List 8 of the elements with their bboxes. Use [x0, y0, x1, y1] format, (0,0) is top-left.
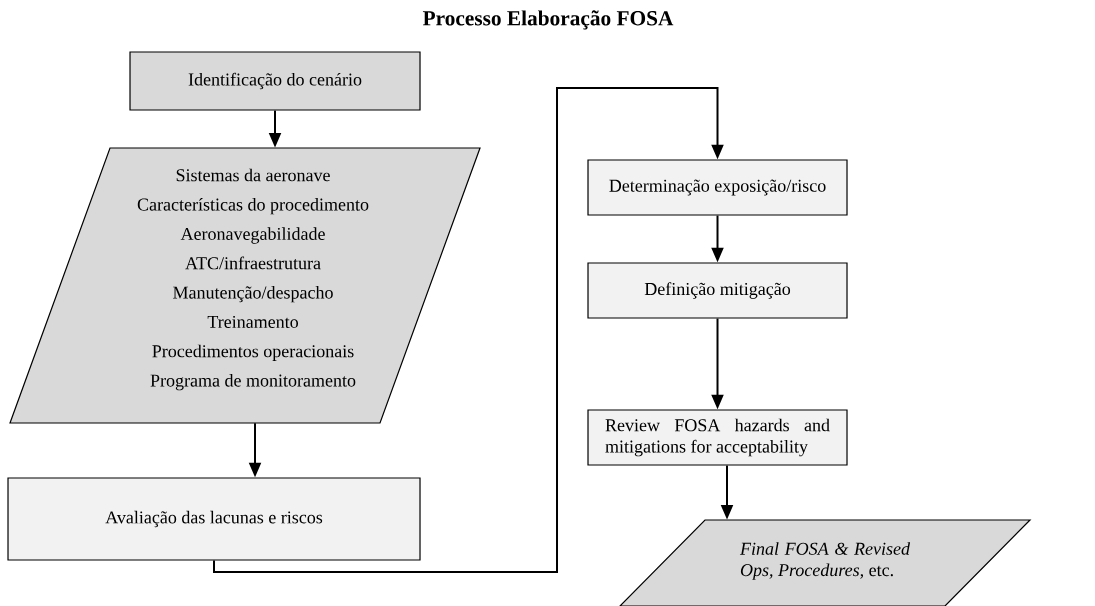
process-box: Review FOSA hazards and mitigations for acceptability: [587, 409, 848, 466]
title: Processo Elaboração FOSA: [422, 10, 674, 30]
process-box: Definição mitigação: [587, 262, 848, 319]
process-box: Identificação do cenário: [129, 51, 421, 111]
process-box: Determinação exposição/risco: [587, 159, 848, 216]
data-parallelogram: Sistemas da aeronave Características do procedimento Aeronavegabilidade ATC/infraestrutura Manutenção/despacho Treinamento Procedimentos operacionais Programa de monitoramento: [9, 147, 481, 424]
arrow: [213, 87, 724, 573]
process-box: Avaliação das lacunas e riscos: [7, 477, 421, 561]
